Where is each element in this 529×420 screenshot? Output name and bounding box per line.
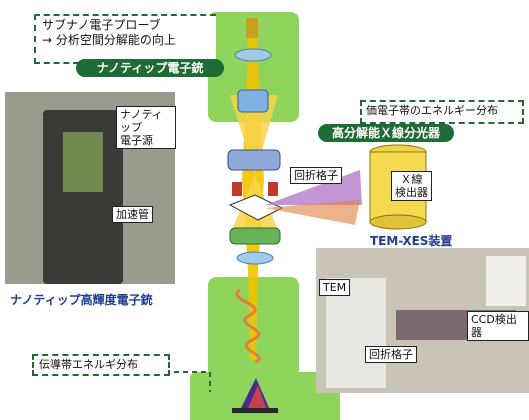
caption-nanotip-gun: ナノティップ高輝度電子銃	[10, 293, 153, 307]
label-accelerator-tube: 加速管	[112, 206, 153, 223]
xray-detector-bottom	[369, 214, 427, 230]
label-xray-detector-2: 検出器	[395, 186, 428, 199]
label-grating-photo: 回折格子	[365, 346, 417, 363]
condenser-lens-1	[234, 48, 272, 62]
nanotip-description-box: サブナノ電子プローブ → 分析空間分解能の向上	[34, 14, 216, 64]
conduction-label: 伝導帯エネルギ分布	[39, 358, 138, 371]
nanotip-title: ナノティップ電子銃	[76, 59, 224, 77]
label-nanotip-source-1: ナノティップ	[120, 108, 163, 134]
label-ccd-detector: CCD検出器	[467, 311, 529, 341]
label-xray-detector: Ｘ線 検出器	[391, 171, 432, 201]
red-coil-right	[268, 182, 278, 196]
leader-conduction	[165, 371, 211, 392]
conduction-description-box: 伝導帯エネルギ分布	[32, 354, 170, 376]
projector-lens	[236, 251, 274, 265]
objective-lens-upper	[227, 149, 281, 171]
label-nanotip-source: ナノティップ 電子源	[116, 106, 176, 149]
spectrometer-description-box: 価電子帯のエネルギー分布	[360, 100, 524, 124]
drift-tube-coil	[235, 288, 261, 364]
label-xray-detector-1: Ｘ線	[400, 173, 423, 186]
caption-tem-xes: TEM-XES装置	[370, 234, 453, 248]
ccd-unit	[486, 256, 526, 306]
spectrometer-title: 高分解能Ｘ線分光器	[318, 124, 454, 142]
xray-fan-2	[265, 200, 360, 225]
nanotip-line-1: サブナノ電子プローブ	[42, 18, 161, 32]
objective-lens-lower	[229, 227, 281, 245]
label-tem: TEM	[319, 279, 351, 296]
converging-beam-upper	[230, 95, 278, 175]
label-grating: 回折格子	[290, 167, 342, 184]
condenser-lens-2	[237, 89, 269, 113]
spectrometer-desc: 価電子帯のエネルギー分布	[366, 104, 498, 117]
spectrum-base	[232, 408, 278, 413]
gun-vessel-inner	[63, 132, 103, 192]
red-coil-left	[232, 182, 242, 196]
tem-body	[326, 278, 386, 388]
gun-tip-icon	[246, 18, 258, 38]
label-nanotip-source-2: 電子源	[120, 134, 153, 147]
nanotip-line-2: → 分析空間分解能の向上	[42, 33, 176, 47]
conduction-spectrum-color	[248, 385, 266, 408]
